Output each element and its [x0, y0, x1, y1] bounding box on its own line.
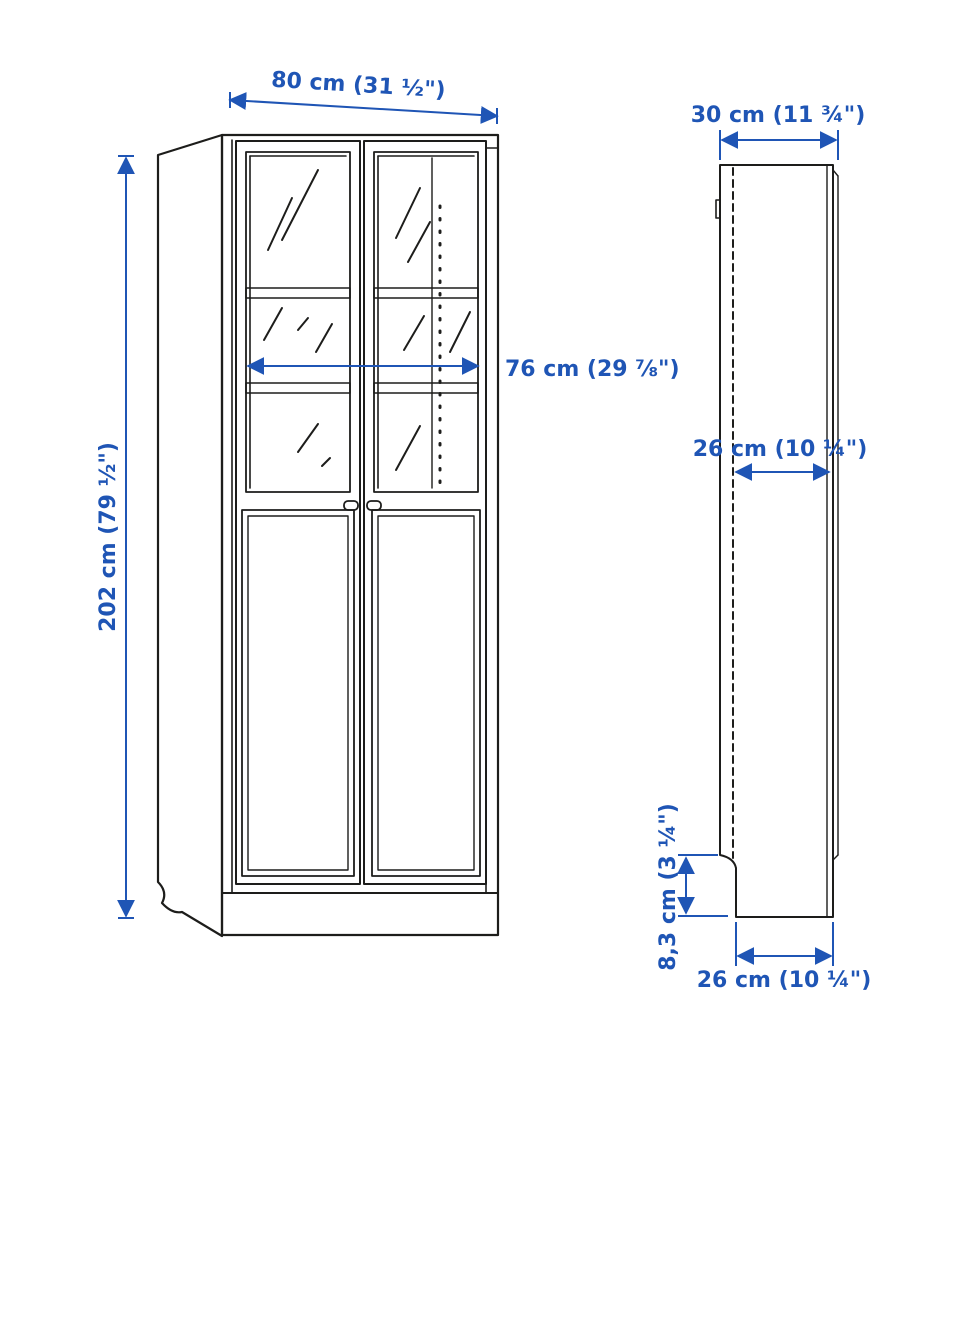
dim-depth-shelf: 26 cm (10 ¼") [693, 437, 868, 481]
bookcase-front-view [156, 133, 500, 938]
left-door [235, 140, 361, 885]
dim-depth-total: 30 cm (11 ¾") [691, 103, 866, 160]
dim-plinth-height-label: 8,3 cm (3 ¼") [656, 803, 681, 971]
dim-plinth-height: 8,3 cm (3 ¼") [656, 803, 728, 971]
dim-height-total-label: 202 cm (79 ½") [96, 442, 121, 632]
dim-depth-shelf-label: 26 cm (10 ¼") [693, 437, 868, 462]
right-door [363, 140, 487, 885]
dim-width-total: 80 cm (31 ½") [228, 68, 499, 125]
dim-width-total-label: 80 cm (31 ½") [271, 68, 447, 104]
door-handles [343, 500, 382, 511]
bookcase-side-view [715, 164, 839, 918]
dim-depth-total-label: 30 cm (11 ¾") [691, 103, 866, 128]
dim-depth-base-label: 26 cm (10 ¼") [697, 968, 872, 993]
dim-width-inner-label: 76 cm (29 ⅞") [505, 357, 680, 382]
dim-height-total: 202 cm (79 ½") [96, 155, 135, 919]
dim-depth-base: 26 cm (10 ¼") [697, 922, 872, 993]
dim-width-inner: 76 cm (29 ⅞") [246, 357, 680, 382]
